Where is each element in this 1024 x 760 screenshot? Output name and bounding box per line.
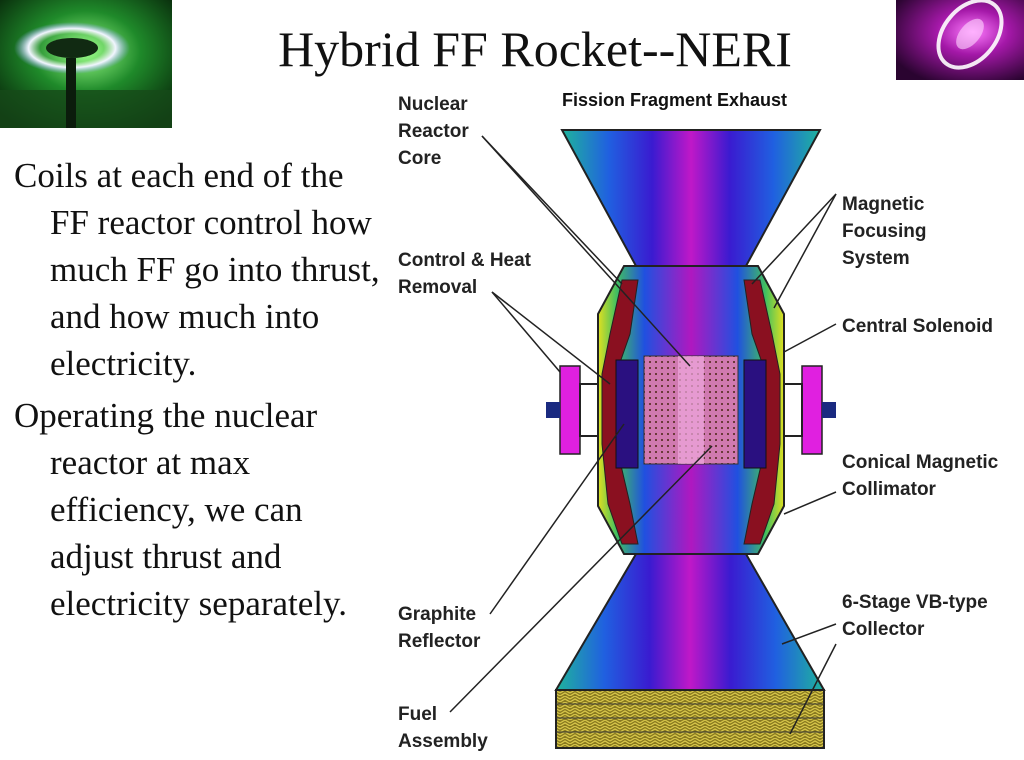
bullet-list: Coils at each end of the FF reactor cont… — [14, 152, 384, 632]
vb-collector-label: 6-Stage VB-type — [842, 592, 988, 613]
nuclear-reactor-core-label: Core — [398, 148, 441, 169]
magnetic-focusing-system-label: Focusing — [842, 221, 926, 242]
conical-magnetic-collimator-label: Collimator — [842, 479, 937, 500]
conical-magnetic-collimator-label: Conical Magnetic — [842, 452, 999, 473]
fuel-assembly-label: Fuel — [398, 704, 437, 725]
plasma-ring-photo-left — [0, 0, 172, 128]
magnetic-focusing-system-label: System — [842, 248, 910, 269]
nuclear-reactor-core-label: Reactor — [398, 121, 469, 142]
central-solenoid-label: Central Solenoid — [842, 316, 993, 337]
fission-fragment-exhaust-label: Fission Fragment Exhaust — [562, 90, 787, 110]
nuclear-reactor-core-label: Nuclear — [398, 94, 468, 115]
rocket-diagram: Fission Fragment Exhaust Nuclear Reactor… — [398, 90, 999, 752]
graphite-reflector-label: Reflector — [398, 631, 481, 652]
plasma-ring-photo-right — [896, 0, 1024, 80]
fuel-assembly-label: Assembly — [398, 731, 488, 752]
vb-collector-label: Collector — [842, 619, 925, 640]
control-heat-removal-label: Control & Heat — [398, 250, 532, 271]
control-heat-removal-label: Removal — [398, 277, 477, 298]
magnetic-focusing-system-label: Magnetic — [842, 194, 925, 215]
graphite-reflector-label: Graphite — [398, 604, 476, 625]
slide-title: Hybrid FF Rocket--NERI — [278, 21, 792, 77]
bullet-item: Operating the nuclear reactor at max eff… — [14, 396, 348, 623]
bullet-item: Coils at each end of the FF reactor cont… — [14, 156, 380, 383]
